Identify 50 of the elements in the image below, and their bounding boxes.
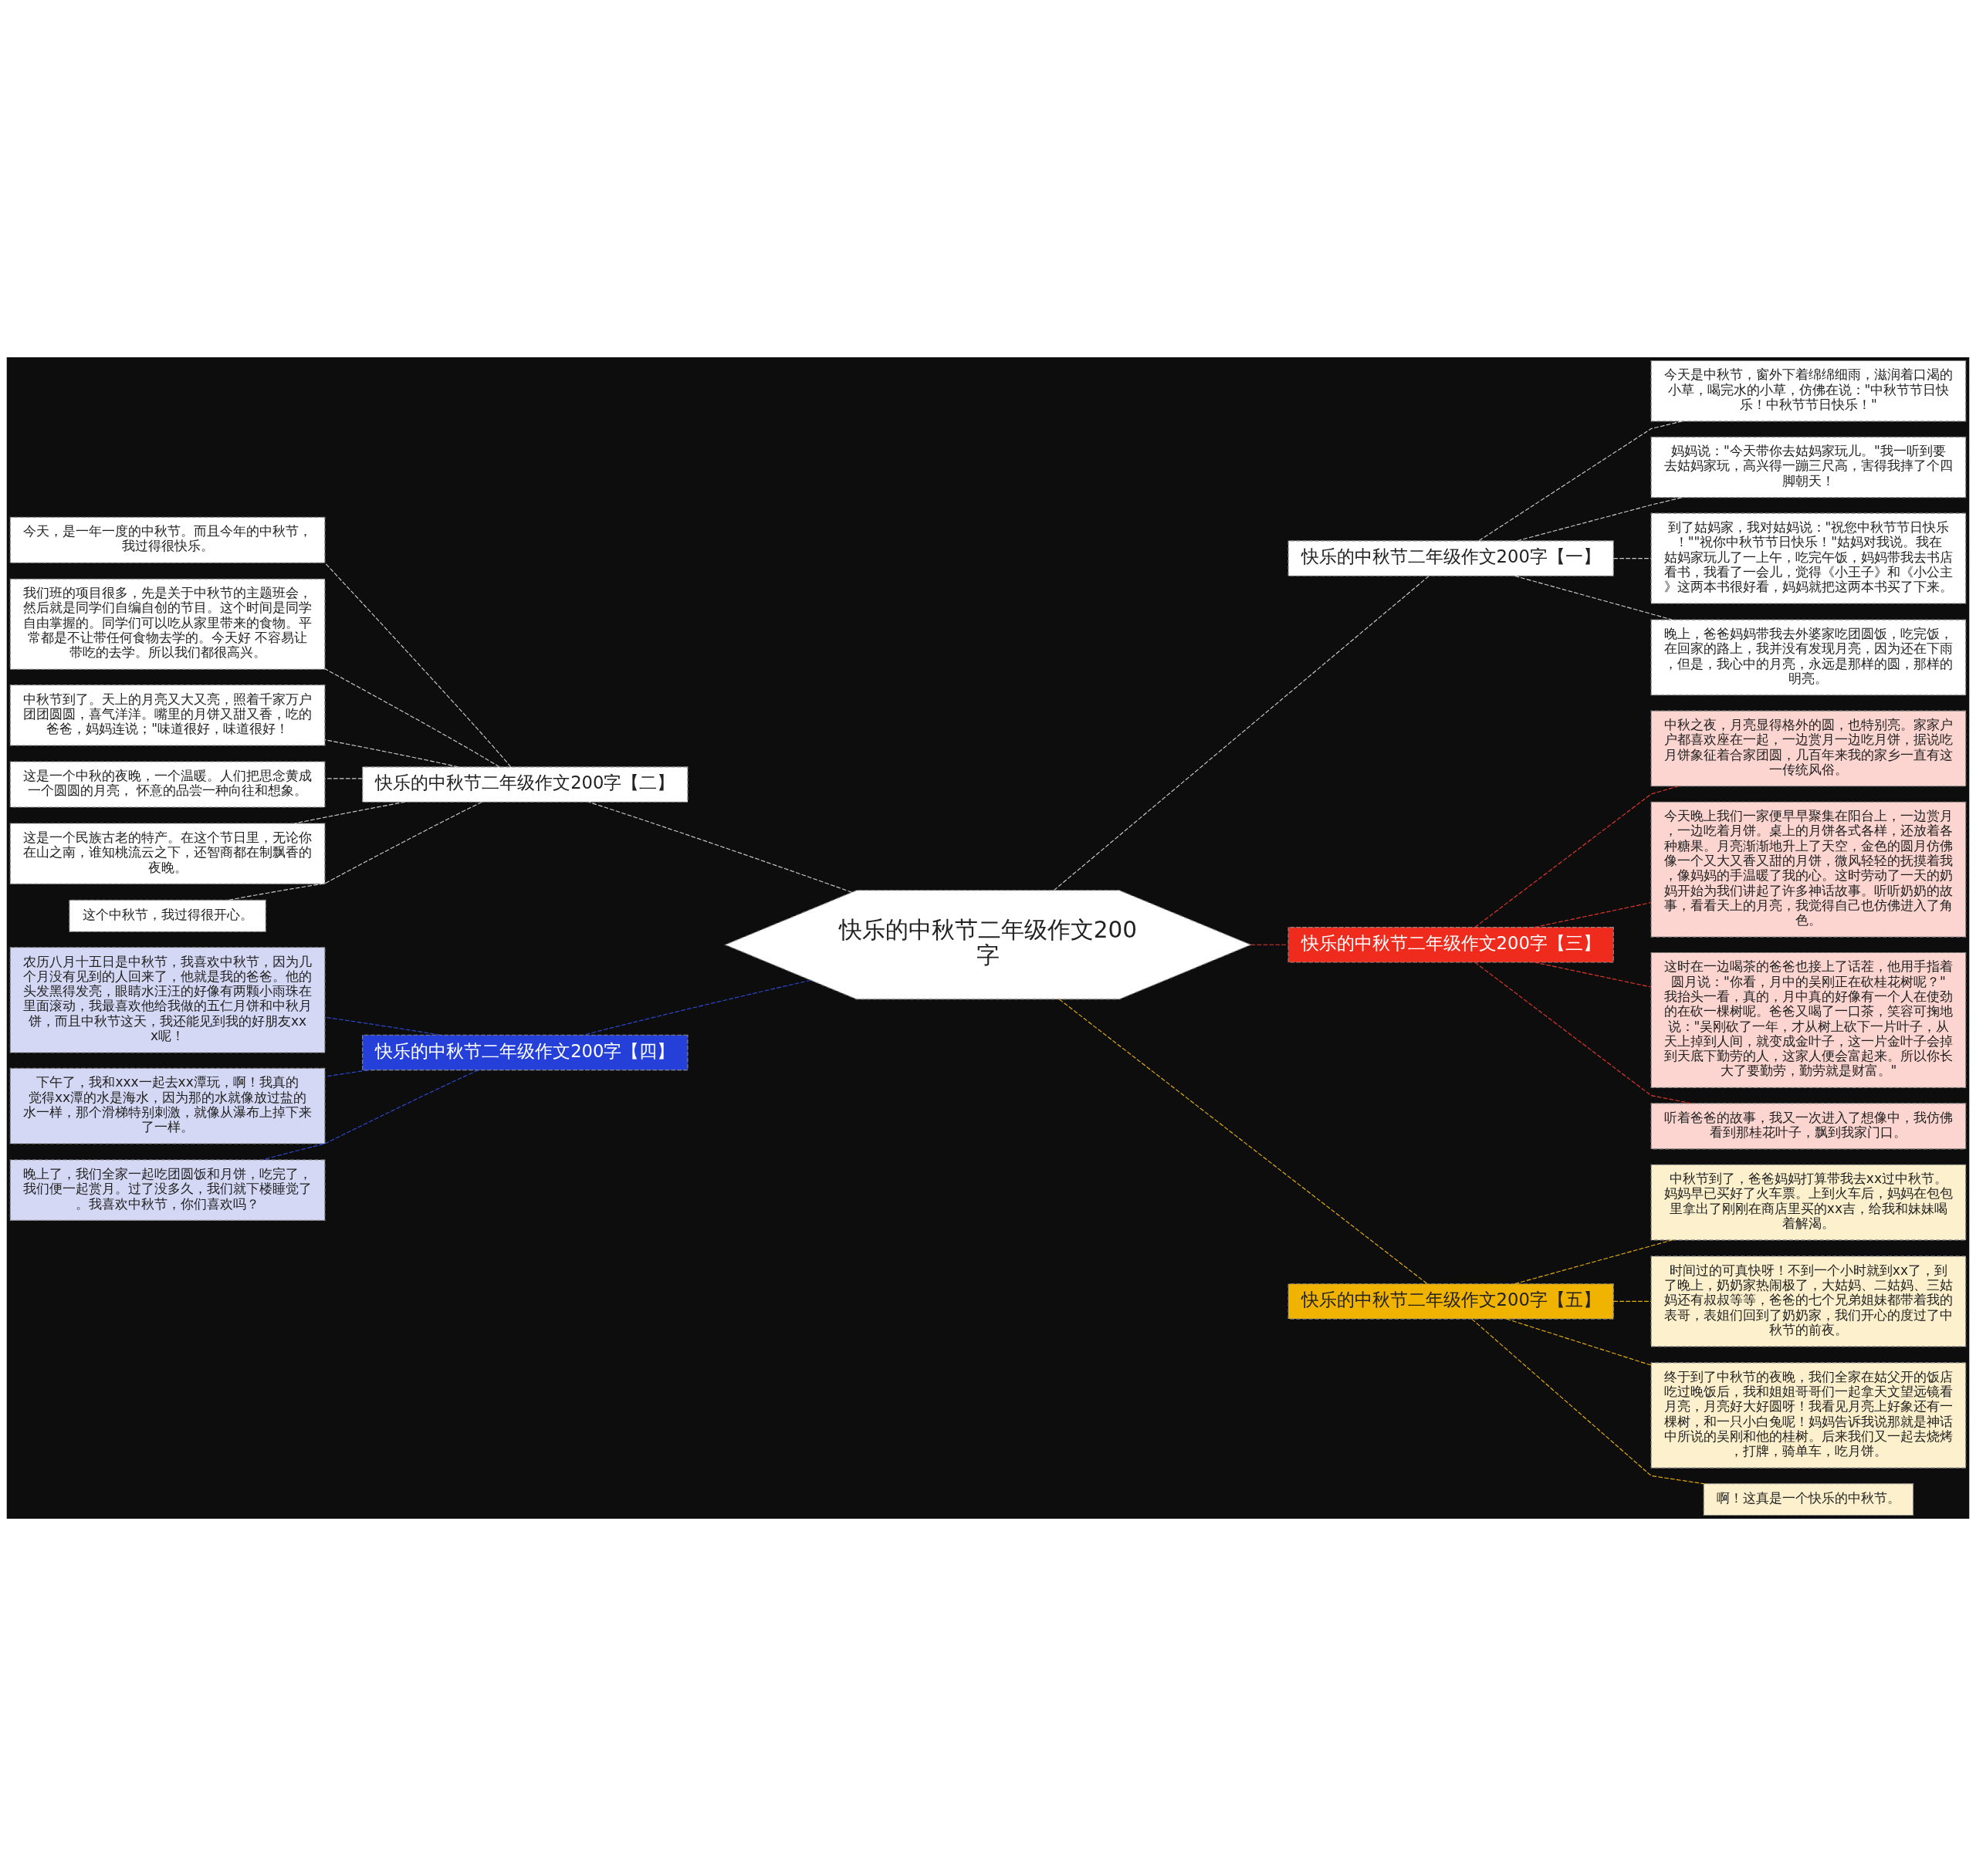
connector bbox=[324, 1070, 369, 1077]
connector bbox=[1534, 902, 1652, 928]
connector bbox=[1471, 1318, 1704, 1485]
node-box: 中秋之夜，月亮显得格外的圆，也特别亮。家家户户都喜欢座在一起，一边赏月一边吃月饼，据说吃月饼象征着合家团圆，几百年来我的家乡一直有这一传统风俗。 bbox=[1650, 710, 1967, 787]
node-box: 今天，是一年一度的中秋节。而且今年的中秋节，我过得很快乐。 bbox=[9, 516, 326, 563]
node-box: 农历八月十五日是中秋节，我喜欢中秋节，因为几个月没有见到的人回来了，他就是我的爸爸。他的头发黑得发亮，眼睛水汪汪的好像有两颗小雨珠在里面滚动，我最喜欢他给我做的五仁月饼和中秋月饼，而且中秋节这天，我还能见到我的好朋友xxx呢！ bbox=[9, 947, 326, 1053]
connector bbox=[324, 778, 364, 779]
node-box: 快乐的中秋节二年级作文200字【二】 bbox=[362, 766, 689, 803]
connector bbox=[324, 739, 459, 768]
node-box: 啊！这真是一个快乐的中秋节。 bbox=[1703, 1483, 1914, 1516]
connector bbox=[1612, 1300, 1652, 1302]
connector bbox=[1053, 575, 1430, 891]
node-box: 下午了，我和xxx一起去xx潭玩，啊！我真的觉得xx潭的水是海水，因为那的水就像放过盐的水一样，那个滑梯特别刺激，就像从瀑布上掉下来了一样。 bbox=[9, 1067, 326, 1144]
node-box: 这时在一边喝茶的爸爸也接上了话茬，他用手指着圆月说："你看，月中的吴刚正在砍桂花树呢？"我抬头一看，真的，月中真的好像有一个人在使劲的在砍一棵树呢。爸爸又喝了一口茶，笑容可掬地说："吴刚砍了一年，才从树上砍下一片叶子，从天上掉到人间，就变成金叶子，这一片金叶子会掉到天底下勤劳的人，这家人便会富起来。所以你长大了要勤劳，勤劳就是财富。" bbox=[1650, 952, 1967, 1088]
connector bbox=[261, 1070, 479, 1161]
node-box: 快乐的中秋节二年级作文200字【一】 bbox=[1287, 540, 1614, 576]
connector bbox=[294, 801, 406, 824]
connector bbox=[583, 979, 811, 1036]
connector bbox=[1534, 962, 1652, 988]
node-box: 听着爸爸的故事，我又一次进入了想像中，我仿佛看到那桂花叶子，飘到我家门口。 bbox=[1650, 1103, 1967, 1150]
node-box: 妈妈说："今天带你去姑妈家玩儿。"我一听到要去姑妈家玩，高兴得一蹦三尺高，害得我摔了个四脚朝天！ bbox=[1650, 436, 1967, 499]
node-box: 中秋节到了，爸爸妈妈打算带我去xx过中秋节。妈妈早已买好了火车票。上到火车后，妈妈在包包里拿出了刚刚在商店里买的xx吉，给我和妹妹喝着解渴。 bbox=[1650, 1164, 1967, 1241]
connector bbox=[1506, 1318, 1652, 1366]
node-box: 今天是中秋节，窗外下着绵绵细雨，滋润着口渴的小草，喝完水的小草，仿佛在说："中秋节节日快乐！中秋节节日快乐！" bbox=[1650, 360, 1967, 422]
node-box: 时间过的可真快呀！不到一个小时就到xx了，到了晚上，奶奶家热闹极了，大姑妈、二姑妈、三姑妈还有叔叔等等，爸爸的七个兄弟姐妹都带着我的表哥，表姐们回到了奶奶家，我们开心的度过了中秋节的前夜。 bbox=[1650, 1256, 1967, 1347]
connector bbox=[1517, 497, 1683, 542]
connector bbox=[324, 668, 500, 768]
node-box: 我们班的项目很多，先是关于中秋节的主题班会，然后就是同学们自编自创的节目。这个时间是同学自由掌握的。同学们可以吃从家里带来的食物。平常都是不让带任何食物去学的。今天好 不容易让带吃的去学。所以我们都很高兴。 bbox=[9, 578, 326, 670]
node-box: 快乐的中秋节二年级作文200字【三】 bbox=[1287, 927, 1614, 963]
connector bbox=[324, 562, 512, 768]
node-box: 晚上，爸爸妈妈带我去外婆家吃团圆饭，吃完饭，在回家的路上，我并没有发现月亮，因为还在下雨，但是，我心中的月亮，永远是那样的圆，那样的明亮。 bbox=[1650, 619, 1967, 696]
connector bbox=[588, 801, 853, 893]
node-box: 快乐的中秋节二年级作文200字【四】 bbox=[362, 1034, 689, 1071]
connector bbox=[1250, 944, 1289, 945]
node-box: 今天晚上我们一家便早早聚集在阳台上，一边赏月，一边吃着月饼。桌上的月饼各式各样，还放着各种糖果。月亮渐渐地升上了天空，金色的圆月仿佛像一个又大又香又甜的月饼，微风轻轻的抚摸着我，像妈妈的手温暖了我的心。这时劳动了一天的奶妈开始为我们讲起了许多神话故事。听听奶奶的故事，看看天上的月亮，我觉得自己也仿佛进入了角色。 bbox=[1650, 801, 1967, 938]
node-box: 终于到了中秋节的夜晚，我们全家在姑父开的饭店吃过晚饭后，我和姐姐哥哥们一起拿天文望远镜看月亮，月亮好大好圆呀！我看见月亮上好象还有一棵树，和一只小白兔呢！妈妈告诉我说那就是神话中所说的吴刚和他的桂树。后来我们又一起去烧烤，打牌，骑单车，吃月饼。 bbox=[1650, 1362, 1967, 1469]
node-box: 中秋节到了。天上的月亮又大又亮，照着千家万户团团圆圆，喜气洋洋。嘴里的月饼又甜又香，吃的爸爸，妈妈连说；"味道很好，味道很好！ bbox=[9, 684, 326, 746]
node-box: 这是一个中秋的夜晚，一个温暖。人们把思念黄成一个圆圆的月亮， 怀意的品尝一种向往和想象。 bbox=[9, 761, 326, 808]
node-box: 快乐的中秋节二年级作文200字【五】 bbox=[1287, 1283, 1614, 1320]
node-box: 晚上了，我们全家一起吃团圆饭和月饼，吃完了，我们便一起赏月。过了没多久，我们就下楼睡觉了。我喜欢中秋节，你们喜欢吗？ bbox=[9, 1159, 326, 1221]
connector bbox=[1514, 575, 1673, 620]
node-box: 到了姑妈家，我对姑妈说："祝您中秋节节日快乐！""祝你中秋节节日快乐！"姑妈对我说。我在姑妈家玩儿了一上午，吃完午饭，妈妈带我去书店看书，我看了一会儿，觉得《小王子》和《小公主》这两本书很好看，妈妈就把这两本书买了下来。 bbox=[1650, 512, 1967, 604]
connector bbox=[1478, 421, 1683, 542]
connector bbox=[1514, 1239, 1673, 1285]
connector bbox=[1612, 558, 1652, 559]
connector bbox=[324, 1016, 441, 1036]
connector bbox=[1058, 999, 1428, 1285]
node-box: 这是一个民族古老的特产。在这个节日里，无论你在山之南，谁知桃流云之下，还智商都在制飘香的夜晚。 bbox=[9, 823, 326, 884]
connector bbox=[1474, 786, 1679, 928]
node-box: 这个中秋节，我过得很开心。 bbox=[69, 899, 266, 932]
